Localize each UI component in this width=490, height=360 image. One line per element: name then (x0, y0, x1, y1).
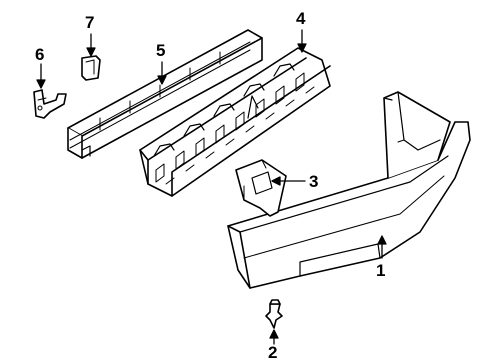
callout-2: 2 (268, 343, 277, 360)
fastener-clip (265, 299, 283, 329)
callout-6: 6 (35, 45, 44, 64)
leader-lines (36, 29, 387, 345)
callout-3: 3 (309, 172, 318, 191)
retainer (81, 55, 101, 81)
side-bracket (33, 89, 67, 119)
reinforcement-bar (67, 29, 263, 159)
callout-1: 1 (376, 261, 385, 280)
callout-7: 7 (85, 13, 94, 32)
bumper-cover (227, 91, 471, 289)
energy-absorber (139, 47, 331, 197)
callout-4: 4 (296, 9, 306, 28)
bracket (235, 159, 287, 217)
callout-5: 5 (156, 41, 165, 60)
callout-labels: 1 2 3 4 5 6 7 (35, 9, 385, 360)
